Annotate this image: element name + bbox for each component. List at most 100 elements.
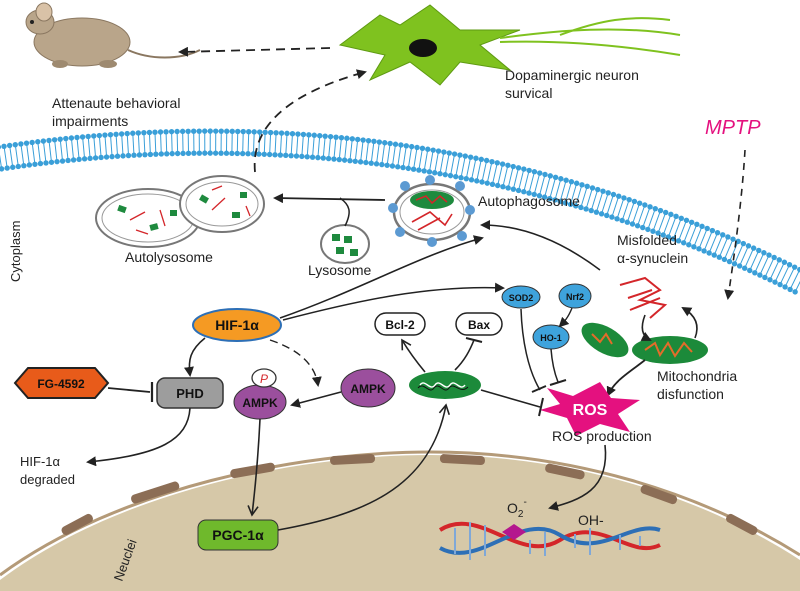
lipid-tail: [455, 154, 461, 177]
lipid-tail: [549, 177, 557, 199]
lipid-head: [317, 132, 323, 139]
lipid-tail: [491, 162, 498, 185]
lipid-tail: [269, 132, 272, 155]
lipid-head: [262, 129, 268, 135]
lipid-head: [107, 131, 114, 138]
mito-label-2: disfunction: [657, 386, 724, 402]
lipid-head: [29, 139, 35, 146]
lipid-tail: [295, 134, 299, 157]
lipid-tail: [14, 144, 19, 167]
lipid-head: [223, 150, 230, 156]
lipid-head: [696, 246, 702, 252]
lipid-head: [657, 207, 664, 214]
lipid-head: [293, 153, 300, 159]
lipid-head: [462, 153, 468, 159]
lipid-tail: [48, 140, 53, 163]
lipid-tail: [789, 269, 800, 290]
lipid-head: [457, 152, 463, 158]
lipid-head: [494, 160, 500, 166]
lipid-head: [398, 142, 404, 148]
lipid-head: [164, 151, 170, 157]
lipid-tail: [739, 245, 749, 267]
lipid-tail: [349, 138, 353, 161]
lipid-head: [463, 176, 469, 182]
lipid-head: [621, 195, 627, 201]
lipid-tail: [70, 137, 75, 160]
lysosome-icon: [320, 224, 370, 264]
lipid-head: [141, 129, 147, 136]
node-labels: HIF-1α PHD FG-4592 AMPK P AMPK PGC-1α Bc…: [37, 292, 607, 543]
lipid-head: [624, 219, 631, 225]
lipid-head: [709, 227, 716, 234]
lipid-tail: [26, 143, 30, 166]
lipid-tail: [713, 234, 724, 256]
lipid-head: [557, 198, 563, 205]
hif1a-node: [192, 308, 282, 342]
lipid-head: [626, 196, 632, 203]
cell-membrane: [0, 128, 800, 295]
lipid-head: [552, 197, 558, 203]
lipid-tail: [460, 155, 466, 178]
lipid-head: [642, 202, 648, 208]
lipid-tail: [754, 252, 765, 273]
lipid-head: [355, 136, 361, 143]
lipid-head: [81, 156, 88, 162]
lipid-head: [309, 154, 316, 160]
lipid-tail: [160, 131, 162, 154]
lipid-tail: [65, 138, 69, 161]
lipid-tail: [413, 147, 418, 170]
lipid-head: [229, 128, 235, 135]
lipid-head: [665, 234, 672, 240]
lipid-tail: [176, 131, 179, 154]
lipid-head: [251, 129, 257, 135]
lipid-tail: [626, 201, 635, 223]
lipid-tail: [290, 133, 293, 156]
lipid-tail: [42, 141, 47, 163]
lipid-head: [114, 153, 121, 159]
lipid-head: [731, 261, 738, 267]
ampk-p-label: AMPK: [242, 396, 278, 410]
lipid-head: [96, 132, 103, 139]
lipid-head: [147, 151, 154, 158]
lipid-head: [701, 248, 707, 254]
lipid-head: [510, 186, 517, 192]
lipid-tail: [263, 132, 266, 155]
lipid-head: [416, 167, 422, 173]
lipid-head: [531, 169, 538, 175]
lysosome-label: Lysosome: [308, 262, 372, 278]
lipid-head: [48, 159, 55, 165]
lipid-tail: [301, 134, 304, 157]
lipid-head: [218, 128, 224, 134]
lipid-head: [782, 284, 788, 290]
lipid-tail: [386, 143, 391, 166]
lipid-tail: [434, 150, 440, 173]
lipid-head: [102, 132, 108, 138]
lipid-head: [289, 131, 296, 137]
lipid-tail: [306, 134, 310, 157]
lipid-head: [675, 238, 682, 244]
lipid-head: [135, 130, 142, 136]
lipid-head: [521, 166, 527, 172]
lipid-head: [32, 161, 38, 167]
lipid-head: [619, 217, 625, 224]
lipid-tail: [749, 250, 760, 271]
lipid-head: [505, 162, 511, 168]
lipid-tail: [252, 131, 255, 154]
lipid-head: [640, 224, 646, 231]
behavior-label-2: impairments: [52, 113, 128, 129]
lipid-head: [235, 128, 241, 135]
lipid-head: [562, 200, 569, 206]
lipid-head: [174, 150, 181, 157]
lipid-head: [146, 129, 153, 136]
lipid-head: [478, 156, 485, 163]
lipid-head: [405, 165, 412, 172]
lipid-tail: [528, 171, 535, 194]
lipid-tail: [538, 174, 546, 196]
bax-label: Bax: [468, 318, 490, 332]
nrf2-node: [558, 283, 592, 309]
lipid-head: [347, 157, 353, 164]
lipid-tail: [497, 163, 504, 186]
lipid-head: [479, 179, 485, 185]
lipid-head: [136, 152, 143, 158]
lipid-head: [109, 153, 115, 160]
